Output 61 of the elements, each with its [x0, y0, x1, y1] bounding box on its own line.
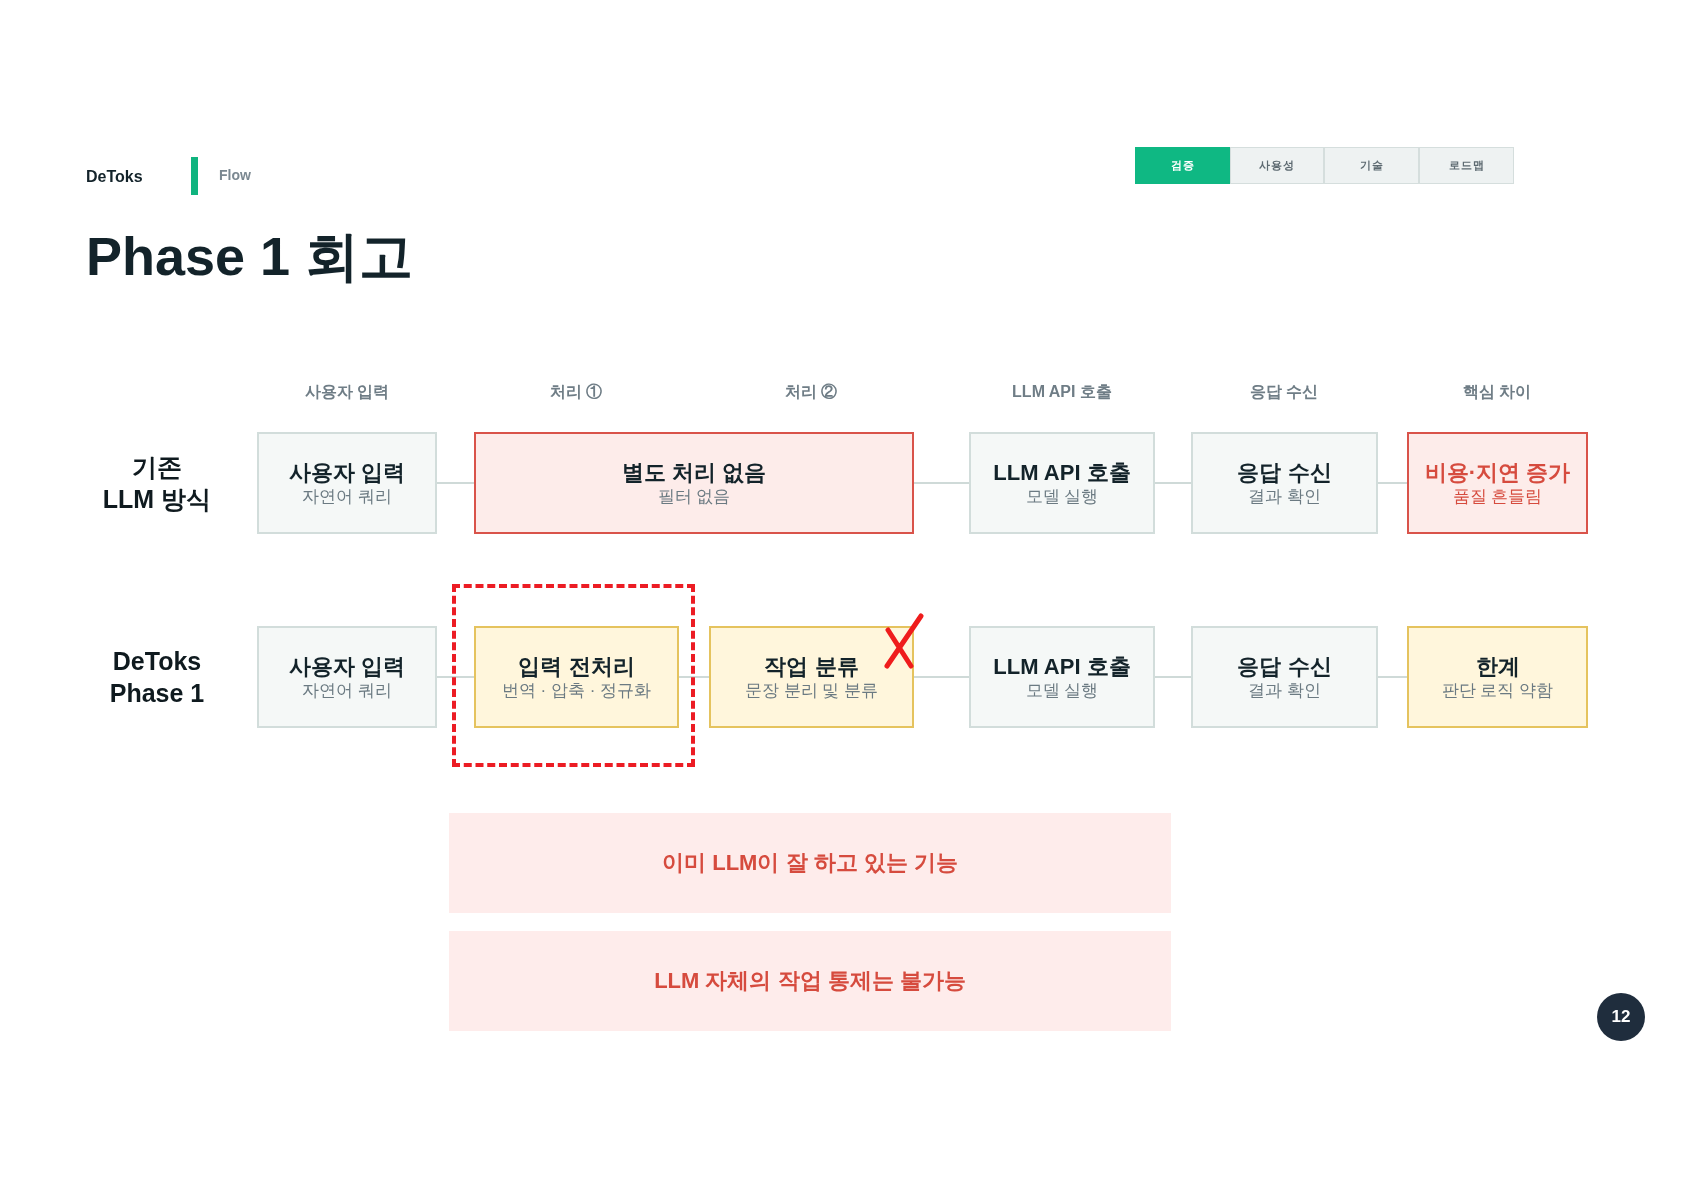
section-label: Flow [219, 166, 252, 185]
page-number: 12 [1597, 993, 1645, 1041]
step-title: LLM API 호출 [993, 459, 1131, 486]
connector-line [913, 676, 970, 678]
column-header: 처리 ② [783, 381, 839, 402]
step-title: 사용자 입력 [288, 459, 406, 486]
tab: 사용성 [1230, 147, 1324, 184]
step-title: LLM API 호출 [993, 653, 1131, 680]
process-box [1191, 626, 1378, 728]
step-title: 사용자 입력 [288, 653, 406, 680]
note-text: LLM 자체의 작업 통제는 불가능 [654, 968, 966, 994]
step-detail: 결과 확인 [1248, 679, 1321, 701]
connector-line [1154, 676, 1192, 678]
step-detail: 자연어 쿼리 [302, 679, 392, 701]
step-detail: 모델 실행 [1025, 679, 1099, 701]
connector-line [1377, 676, 1408, 678]
step-detail: 문장 분리 및 분류 [744, 679, 879, 701]
step-title: 한계 [1475, 653, 1520, 680]
step-detail: 번역 · 압축 · 정규화 [501, 679, 652, 701]
tab: 검증 [1135, 147, 1230, 184]
step-detail: 판단 로직 약함 [1441, 679, 1554, 701]
column-header: 사용자 입력 [303, 381, 391, 402]
connector-line [436, 482, 475, 484]
process-box [1191, 432, 1378, 534]
column-header: 처리 ① [548, 381, 604, 402]
step-title: 입력 전처리 [518, 653, 635, 680]
process-box [474, 626, 679, 728]
step-detail: 모델 실행 [1025, 485, 1099, 507]
process-box [257, 626, 437, 728]
column-header: 핵심 차이 [1461, 381, 1533, 402]
connector-line [1377, 482, 1408, 484]
step-title: 비용·지연 증가 [1424, 459, 1571, 486]
header-text: DeToks [86, 167, 144, 187]
column-header: 응답 수신 [1248, 381, 1320, 402]
process-box [709, 626, 914, 728]
process-box [257, 432, 437, 534]
connector-line [913, 482, 970, 484]
process-box [1407, 626, 1588, 728]
step-title: 응답 수신 [1237, 459, 1332, 486]
step-title: 작업 분류 [764, 653, 859, 680]
connector-line [678, 676, 710, 678]
tab: 기술 [1324, 147, 1419, 184]
step-detail: 자연어 쿼리 [302, 485, 392, 507]
tab: 로드맵 [1419, 147, 1514, 184]
step-title: 응답 수신 [1237, 653, 1332, 680]
step-title: 별도 처리 없음 [621, 459, 767, 486]
process-box [969, 626, 1155, 728]
connector-line [1154, 482, 1192, 484]
connector-line [436, 676, 475, 678]
page-title: Phase 1 회고 [86, 226, 414, 286]
process-box [474, 432, 914, 534]
step-detail: 필터 없음 [657, 485, 731, 507]
note-text: 이미 LLM이 잘 하고 있는 기능 [662, 850, 958, 876]
process-box [969, 432, 1155, 534]
process-box [1407, 432, 1588, 534]
row-label: 기존 LLM 방식 [101, 452, 213, 515]
step-detail: 품질 흔들림 [1452, 485, 1543, 507]
row-label: DeToks Phase 1 [108, 646, 206, 709]
step-detail: 결과 확인 [1248, 485, 1321, 507]
highlight-frame [452, 584, 695, 767]
column-header: LLM API 호출 [1011, 381, 1113, 402]
